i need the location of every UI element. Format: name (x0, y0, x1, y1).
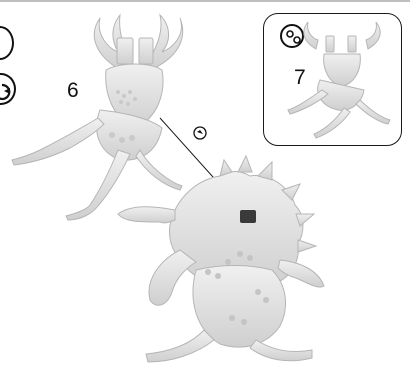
inset-illustration (264, 14, 403, 147)
socket-hole (240, 210, 256, 223)
base-body-part (118, 156, 324, 362)
tool-icon (194, 127, 206, 139)
head-piece-part (12, 15, 183, 220)
detail-inset: 7 (263, 13, 402, 146)
